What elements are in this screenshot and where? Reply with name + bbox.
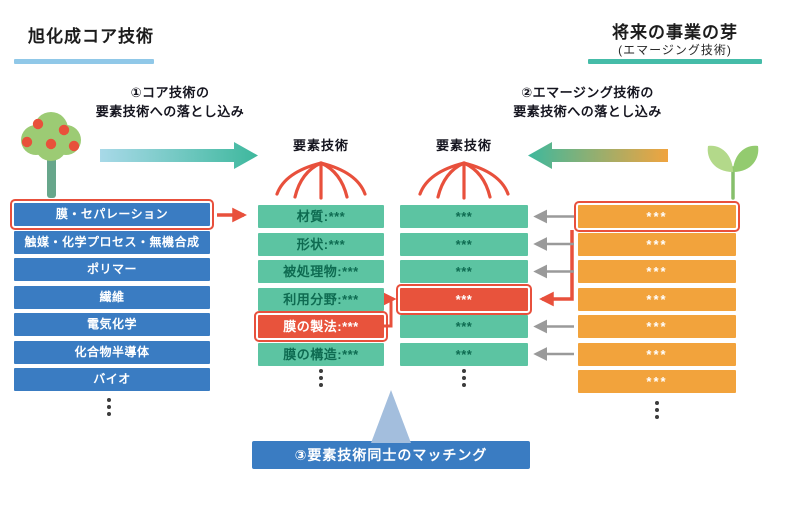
emerging-element-column: *** *** *** *** *** *** (396, 205, 532, 366)
step1-line2: 要素技術への落とし込み (95, 103, 245, 119)
vertical-ellipsis-icon (459, 369, 469, 387)
core-tech-item: 化合物半導体 (14, 340, 210, 364)
step1-note: ①コア技術の 要素技術への落とし込み (85, 84, 255, 122)
core-tech-item: 触媒・化学プロセス・無機合成 (14, 230, 210, 254)
right-title: 将来の事業の芽 (612, 23, 738, 42)
core-element-item: 利用分野:*** (258, 287, 384, 311)
emerging-tech-item: *** (578, 287, 736, 311)
emerging-element-item: *** (400, 205, 528, 228)
step2-note: ②エマージング技術の 要素技術への落とし込み (490, 84, 685, 122)
vertical-ellipsis-icon (652, 401, 662, 419)
core-tech-column: 膜・セパレーション 触媒・化学プロセス・無機合成 ポリマー 繊維 電気化学 化合… (10, 199, 214, 391)
core-tech-item: 膜・セパレーション (10, 199, 214, 230)
tree-icon (21, 112, 81, 198)
step2-line1: ②エマージング技術の (521, 85, 654, 100)
emerging-element-item: *** (396, 283, 532, 315)
core-element-item: 材質:*** (258, 205, 384, 228)
emerging-element-item: *** (400, 260, 528, 283)
step1-line1: ①コア技術の (130, 85, 210, 100)
sprout-icon (707, 145, 759, 200)
left-title-underline (14, 59, 154, 64)
emerging-tech-item: *** (578, 260, 736, 283)
emerging-tech-item: *** (578, 342, 736, 366)
core-tech-item: 繊維 (14, 285, 210, 309)
right-arrow-icon (100, 142, 258, 169)
core-element-item: 膜の構造:*** (258, 342, 384, 366)
emerging-match-arrow (539, 230, 574, 307)
element-tech-label-right: 要素技術 (435, 138, 492, 153)
core-tech-item: バイオ (14, 368, 210, 391)
core-element-item: 被処理物:*** (258, 260, 384, 283)
emerging-tech-item: *** (578, 370, 736, 393)
right-subtitle: (エマージング技術) (618, 43, 732, 57)
branch-fan-icon (418, 161, 510, 200)
left-arrow-icon (528, 142, 668, 169)
right-title-underline (588, 59, 762, 64)
emerging-element-item: *** (400, 315, 528, 338)
emerging-tech-item: *** (578, 232, 736, 256)
match-connector (383, 292, 397, 328)
left-title: 旭化成コア技術 (28, 27, 154, 46)
matching-box: ③要素技術同士のマッチング (252, 441, 530, 469)
core-element-item: 膜の製法:*** (254, 311, 388, 342)
vertical-ellipsis-icon (316, 369, 326, 387)
vertical-ellipsis-icon (104, 398, 114, 416)
core-element-column: 材質:*** 形状:*** 被処理物:*** 利用分野:*** 膜の製法:***… (254, 205, 388, 366)
core-element-item: 形状:*** (258, 232, 384, 256)
element-tech-label-left: 要素技術 (292, 138, 349, 153)
core-tech-item: ポリマー (14, 258, 210, 281)
link-arrows (533, 209, 574, 361)
emerging-element-item: *** (400, 232, 528, 256)
matching-funnel (371, 390, 411, 443)
step2-line2: 要素技術への落とし込み (513, 103, 662, 119)
emerging-tech-item: *** (578, 315, 736, 338)
branch-fan-icon (275, 161, 367, 200)
emerging-tech-column: *** *** *** *** *** *** *** (574, 201, 740, 393)
core-tech-item: 電気化学 (14, 313, 210, 336)
emerging-element-item: *** (400, 342, 528, 366)
emerging-tech-item: *** (574, 201, 740, 232)
